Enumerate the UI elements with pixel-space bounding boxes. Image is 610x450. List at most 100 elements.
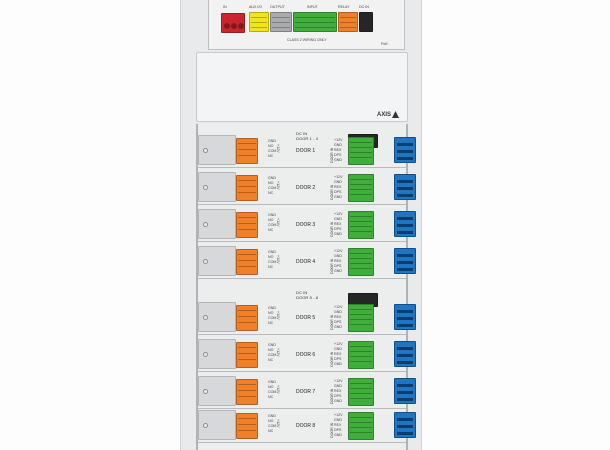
orange-relay-terminal	[236, 342, 258, 368]
door-terminal-label: DPS	[334, 264, 342, 268]
rj45-slot	[397, 143, 413, 146]
rj45-port-icon	[394, 211, 416, 237]
rj45-slot	[397, 354, 413, 357]
door-terminal-label: REX	[334, 259, 342, 263]
door-terminal-label: GND	[334, 310, 342, 314]
relay-side-label: +12V	[276, 385, 280, 394]
label-relay: RELAY	[338, 5, 350, 9]
screw-terminal-icon	[350, 319, 372, 320]
relay-terminal-label: GND	[268, 343, 276, 347]
rj45-slot	[397, 268, 413, 271]
door-terminal-label: GND	[334, 254, 342, 258]
screw-terminal-icon	[350, 361, 372, 362]
wiring-note: CLASS 2 WIRING ONLY	[287, 38, 327, 42]
relay-terminal-label: COM	[268, 223, 277, 227]
relay-terminal-label: NC	[268, 395, 274, 399]
orange-relay-terminal	[236, 249, 258, 275]
door-terminal-label: GND	[334, 158, 342, 162]
label-in: IN	[223, 5, 227, 9]
screw-terminal-icon	[350, 417, 372, 418]
rj45-slot	[397, 194, 413, 197]
relay-dot-icon	[203, 352, 208, 357]
green-door-terminal	[348, 304, 374, 332]
door-terminal-label: +12V	[334, 175, 343, 179]
rj45-slot	[397, 347, 413, 350]
door-label: DOOR 6	[296, 352, 316, 358]
rj45-slot	[397, 231, 413, 234]
door-terminal-label: GND	[334, 433, 342, 437]
screw-terminal-icon	[238, 254, 256, 255]
orange-terminal-block	[338, 12, 358, 32]
screw-terminal-icon	[238, 424, 256, 425]
rj45-slot	[397, 150, 413, 153]
door-terminal-label: REX	[334, 423, 342, 427]
screw-terminal-icon	[350, 216, 372, 217]
screw-terminal-icon	[350, 324, 372, 325]
screw-terminal-icon	[238, 310, 256, 311]
door-terminal-label: GND	[334, 195, 342, 199]
screw-terminal-icon	[238, 149, 256, 150]
screw-terminal-icon	[238, 384, 256, 385]
door-terminal-label: GND	[334, 325, 342, 329]
door-terminal-label: +12V	[334, 342, 343, 346]
screw-terminal-icon	[350, 194, 372, 195]
screw-terminal-icon	[238, 217, 256, 218]
row-divider	[198, 241, 406, 242]
dc-in-title: DC IN	[296, 290, 308, 295]
rj45-port-icon	[394, 341, 416, 367]
relay-terminal-label: GND	[268, 139, 276, 143]
relay-module	[198, 135, 236, 165]
relay-side-label: +12V	[276, 255, 280, 264]
door-terminal-label: DPS	[334, 190, 342, 194]
rj45-port-icon	[394, 304, 416, 330]
relay-module	[198, 410, 236, 440]
door-terminal-label: DPS	[334, 320, 342, 324]
door-label: DOOR 2	[296, 185, 316, 191]
label-aux-io: AUX I/O	[249, 5, 263, 9]
door-terminal-label: REX	[334, 352, 342, 356]
orange-relay-terminal	[236, 212, 258, 238]
door-side-label: DOOR IN	[330, 221, 334, 237]
door-terminal-label: GND	[334, 399, 342, 403]
rj45-slot	[397, 384, 413, 387]
rj45-port-icon	[394, 248, 416, 274]
relay-terminal-label: COM	[268, 149, 277, 153]
poe-label: PoE	[381, 42, 388, 46]
rj45-slot	[397, 317, 413, 320]
relay-terminal-label: NC	[268, 321, 274, 325]
label-dc-in: DC IN	[359, 5, 369, 9]
rj45-slot	[397, 425, 413, 428]
screw-terminal-icon	[350, 157, 372, 158]
door-terminal-label: GND	[334, 384, 342, 388]
right-rail	[406, 124, 408, 450]
relay-side-label: +12V	[276, 181, 280, 190]
relay-terminal-label: NC	[268, 265, 274, 269]
door-terminal-label: GND	[334, 347, 342, 351]
relay-terminal-label: NO	[268, 419, 274, 423]
rj45-slot	[397, 398, 413, 401]
door-terminal-label: +12V	[334, 138, 343, 142]
door-label: DOOR 3	[296, 222, 316, 228]
screw-terminal-icon	[350, 226, 372, 227]
rj45-slot	[397, 187, 413, 190]
row-divider	[198, 204, 406, 205]
door-terminal-label: REX	[334, 148, 342, 152]
relay-module	[198, 339, 236, 369]
screw-terminal-icon	[350, 142, 372, 143]
door-terminal-label: GND	[334, 143, 342, 147]
rj45-port-icon	[394, 174, 416, 200]
orange-relay-terminal	[236, 413, 258, 439]
relay-terminal-label: GND	[268, 414, 276, 418]
screw-terminal-icon	[238, 430, 256, 431]
rj45-port-icon	[394, 378, 416, 404]
door-terminal-label: +12V	[334, 379, 343, 383]
grey-terminal-block	[270, 12, 292, 32]
door-terminal-label: DPS	[334, 227, 342, 231]
door-label: DOOR 5	[296, 315, 316, 321]
screw-terminal-icon	[350, 346, 372, 347]
rj45-slot	[397, 432, 413, 435]
rj45-slot	[397, 418, 413, 421]
relay-module	[198, 172, 236, 202]
screw-terminal-icon	[350, 258, 372, 259]
door-label: DOOR 4	[296, 259, 316, 265]
